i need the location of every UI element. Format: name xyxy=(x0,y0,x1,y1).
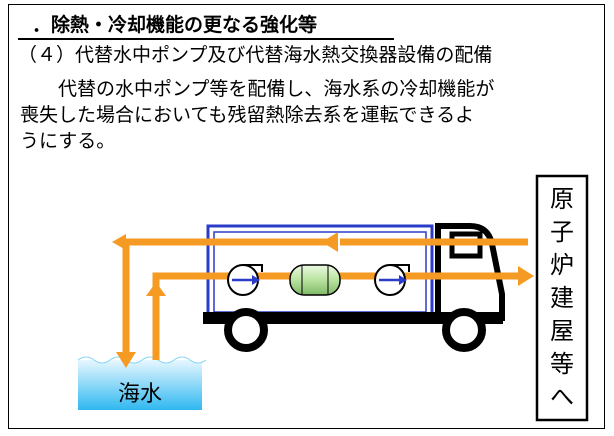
body-line-1: （４）代替水中ポンプ及び代替海水熱交換器設備の配備 xyxy=(18,44,493,66)
body-line-4: うにする。 xyxy=(20,130,116,152)
section-title: ．除熱・冷却機能の更なる強化等 xyxy=(18,12,394,40)
content-frame xyxy=(8,4,605,429)
body-line-2: 代替の水中ポンプ等を配備し、海水系の冷却機能が xyxy=(58,78,495,100)
seawater-label: 海水 xyxy=(117,382,162,407)
body-line-3: 喪失した場合においても残留熱除去系を運転できるよ xyxy=(20,104,475,126)
section-title-text: 除熱・冷却機能の更なる強化等 xyxy=(51,14,318,36)
section-title-prefix: ． xyxy=(32,14,52,36)
